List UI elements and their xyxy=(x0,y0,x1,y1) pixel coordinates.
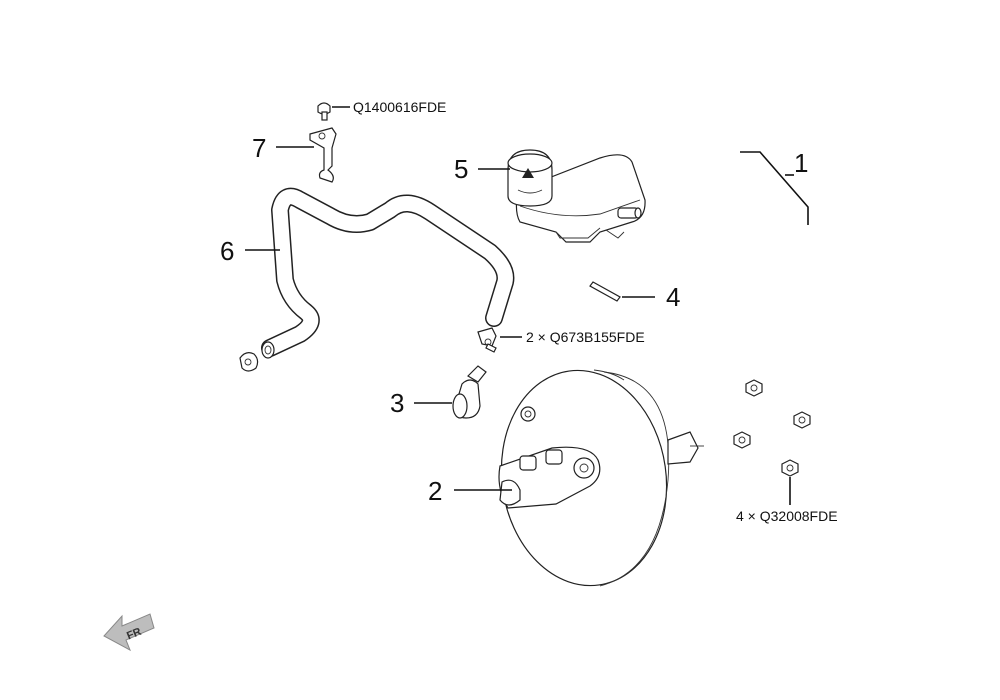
bracket-7-part: 7 xyxy=(252,127,337,183)
nut-b xyxy=(793,411,811,429)
callout-3-number: 3 xyxy=(390,388,404,418)
callout-1-number: 1 xyxy=(794,148,808,178)
pin-4: 4 xyxy=(589,281,680,312)
callout-4-number: 4 xyxy=(666,282,680,312)
callout-1-leader xyxy=(740,151,809,225)
nuts-code: 4 × Q32008FDE xyxy=(736,508,838,524)
front-direction-label: FR xyxy=(125,626,143,643)
callout-6-number: 6 xyxy=(220,236,234,266)
callout-5-number: 5 xyxy=(454,154,468,184)
nut-c xyxy=(733,431,751,449)
callout-1: 1 xyxy=(740,148,809,225)
bolt-top-code: Q1400616FDE xyxy=(353,99,446,115)
nut-a xyxy=(745,379,763,397)
reservoir-5: 5 xyxy=(454,149,646,243)
brake-booster-2: 2 xyxy=(428,369,704,587)
clamp-code: 2 × Q673B155FDE xyxy=(526,329,645,345)
front-direction-arrow-icon: FR xyxy=(103,613,155,652)
callout-2-number: 2 xyxy=(428,476,442,506)
vacuum-hose-6: 6 xyxy=(220,187,515,372)
bolt-top-part: Q1400616FDE xyxy=(317,99,446,121)
callout-7-number: 7 xyxy=(252,133,266,163)
hose-clamp-part: 2 × Q673B155FDE xyxy=(477,327,645,353)
nuts-group: 4 × Q32008FDE xyxy=(733,379,838,524)
nut-d xyxy=(781,459,799,477)
check-valve-3: 3 xyxy=(390,365,487,419)
